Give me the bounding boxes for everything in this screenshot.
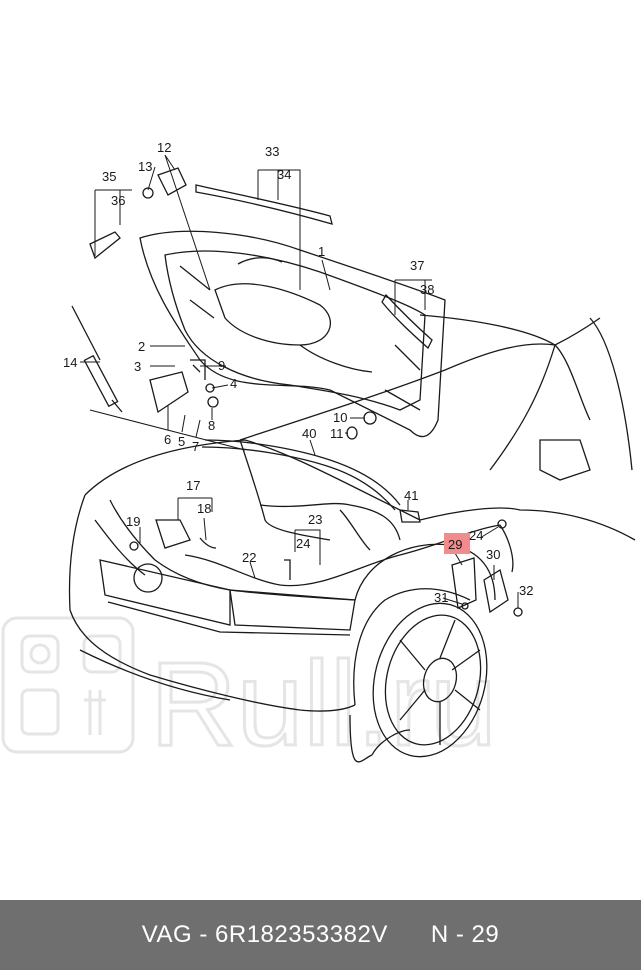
label-2: 2: [138, 339, 145, 354]
label-14: 14: [63, 355, 77, 370]
label-22: 22: [242, 550, 256, 565]
label-4: 4: [230, 376, 237, 391]
parts-diagram: Rull.ru: [1, 140, 636, 773]
label-38: 38: [420, 282, 434, 297]
label-29: 29: [448, 537, 462, 552]
footer-brand: VAG: [141, 921, 193, 948]
label-3: 3: [134, 359, 141, 374]
label-32: 32: [519, 583, 533, 598]
label-17: 17: [186, 478, 200, 493]
label-36: 36: [111, 193, 125, 208]
leader-lines: [80, 154, 519, 608]
label-19: 19: [126, 514, 140, 529]
label-10: 10: [333, 410, 347, 425]
footer-separator: -: [192, 921, 216, 948]
label-1: 1: [318, 244, 325, 259]
label-33: 33: [265, 144, 279, 159]
watermark: Rull.ru: [1, 616, 498, 773]
footer-gap: [388, 921, 431, 949]
hood: [139, 230, 446, 438]
label-37: 37: [410, 258, 424, 273]
highlight-box-29: [444, 533, 470, 554]
label-12: 12: [157, 140, 171, 155]
label-7: 7: [192, 439, 199, 454]
part-labels: 1 2 3 4 5 6 7 8 9 10 11 12 13 14 17 18 1…: [63, 140, 533, 605]
footer-position: N - 29: [430, 921, 500, 948]
label-13: 13: [138, 159, 152, 174]
label-18: 18: [197, 501, 211, 516]
label-24-left: 24: [296, 536, 310, 551]
label-23: 23: [308, 512, 322, 527]
label-5: 5: [178, 434, 185, 449]
footer-bar: VAG - 6R182353382V N - 29: [0, 900, 641, 970]
label-35: 35: [102, 169, 116, 184]
label-34: 34: [277, 167, 291, 182]
label-30: 30: [486, 547, 500, 562]
gas-strut: [71, 305, 123, 413]
label-11: 11: [330, 426, 344, 441]
label-41: 41: [404, 488, 418, 503]
label-6: 6: [164, 432, 171, 447]
footer-part-number: 6R182353382V: [215, 921, 388, 948]
label-40: 40: [302, 426, 316, 441]
watermark-text: Rull.ru: [150, 637, 497, 771]
label-8: 8: [208, 418, 215, 433]
label-24-right: 24: [469, 528, 483, 543]
label-31: 31: [434, 590, 448, 605]
label-9: 9: [218, 358, 225, 373]
vehicle-body: [68, 314, 636, 763]
